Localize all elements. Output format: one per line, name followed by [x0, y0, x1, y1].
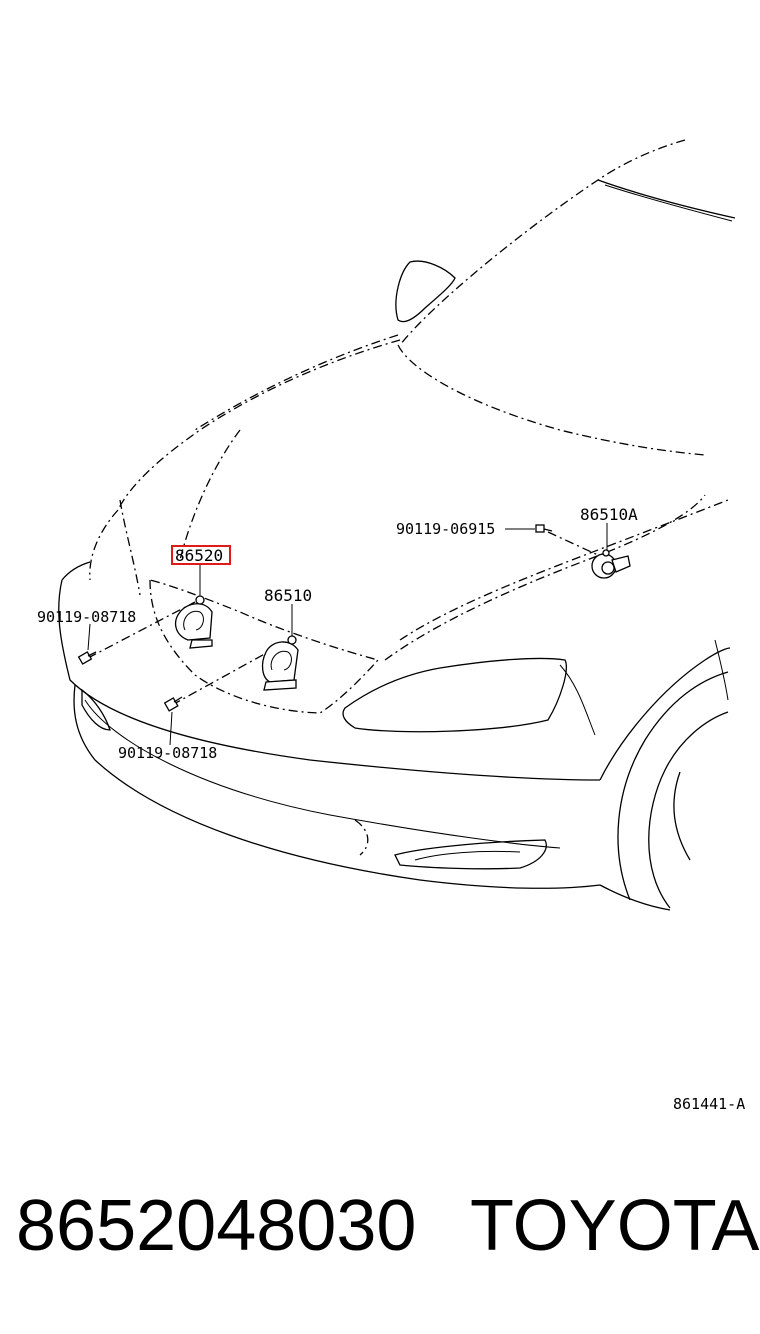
figure-reference: 861441-A — [673, 1095, 745, 1113]
bolt-right[interactable] — [535, 524, 553, 533]
callout-highlight-box — [171, 545, 231, 565]
brand-name: TOYOTA — [470, 1186, 760, 1266]
callout-86510[interactable]: 86510 — [264, 586, 312, 605]
leader-lines — [87, 523, 608, 746]
car-body-outline — [58, 139, 736, 911]
callout-bolt-right[interactable]: 90119-06915 — [396, 520, 495, 538]
part-number: 8652048030 — [16, 1186, 417, 1266]
callout-bolt-left-bottom[interactable]: 90119-08718 — [118, 744, 217, 762]
bolt-left-top[interactable] — [77, 651, 97, 665]
bolt-left-bottom[interactable] — [163, 696, 183, 712]
callout-86520[interactable]: 86520 — [175, 546, 223, 565]
callout-bolt-left-top[interactable]: 90119-08718 — [37, 608, 136, 626]
callout-86510a[interactable]: 86510A — [580, 505, 638, 524]
horn-86510[interactable] — [261, 635, 299, 691]
horn-86520[interactable] — [174, 595, 213, 649]
horn-86510a[interactable] — [591, 549, 631, 579]
